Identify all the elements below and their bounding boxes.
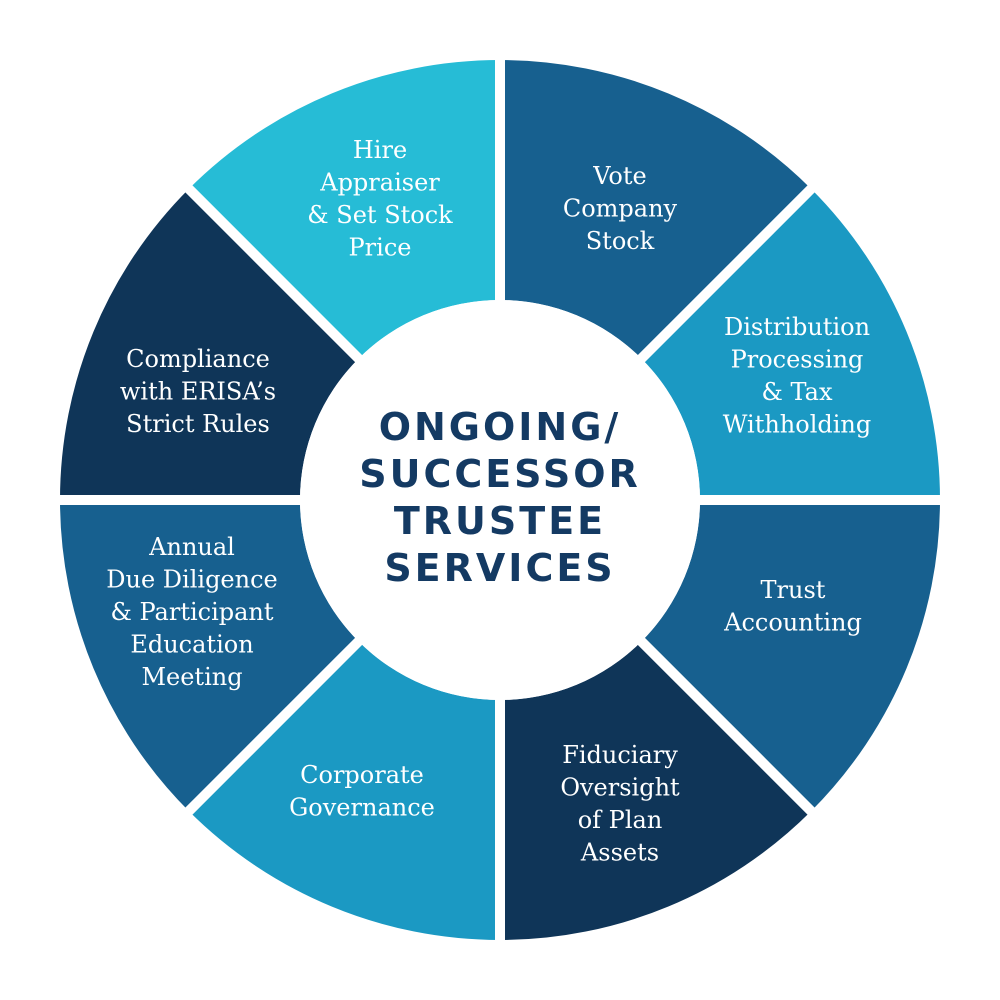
wheel-dividers bbox=[55, 55, 945, 945]
segment-label-line: & Participant bbox=[110, 598, 273, 626]
segment-label-line: Trust bbox=[761, 576, 826, 604]
segment-annual-due-diligence bbox=[60, 500, 359, 812]
segment-label-line: Price bbox=[349, 234, 412, 262]
segment-trust-accounting bbox=[641, 500, 940, 812]
segment-label-line: Governance bbox=[289, 794, 435, 822]
segment-divider bbox=[634, 181, 819, 366]
center-title-line: TRUSTEE bbox=[394, 499, 606, 543]
segment-divider bbox=[181, 634, 366, 819]
segment-distribution-processing bbox=[641, 188, 940, 500]
segment-vote-company-stock bbox=[500, 60, 812, 359]
segment-label-line: Stock bbox=[586, 227, 655, 255]
center-circle bbox=[300, 300, 700, 700]
segment-label-line: of Plan bbox=[578, 806, 663, 834]
segment-label-line: Fiduciary bbox=[562, 741, 678, 769]
segment-fiduciary-oversight bbox=[500, 641, 812, 940]
segment-label-line: Due Diligence bbox=[106, 566, 277, 594]
segment-corporate-governance bbox=[188, 641, 500, 940]
segment-label-line: Compliance bbox=[126, 345, 270, 373]
segment-label-line: Vote bbox=[592, 162, 646, 190]
segment-label-line: Distribution bbox=[724, 313, 870, 341]
segment-label-line: Withholding bbox=[723, 411, 871, 439]
segment-label-line: Company bbox=[563, 195, 678, 223]
segment-divider bbox=[181, 181, 366, 366]
segment-label-line: Assets bbox=[580, 839, 659, 867]
segment-label-line: Oversight bbox=[560, 774, 680, 802]
segment-compliance-erisa bbox=[60, 188, 359, 500]
segment-label-line: & Tax bbox=[762, 378, 833, 406]
segment-label-line: Meeting bbox=[141, 663, 242, 691]
segment-label-line: Education bbox=[130, 631, 253, 659]
segment-label-line: Appraiser bbox=[319, 169, 440, 197]
segment-label-line: Processing bbox=[731, 346, 864, 374]
segment-label-line: Corporate bbox=[300, 761, 424, 789]
segment-label-line: & Set Stock bbox=[307, 201, 453, 229]
segment-label-line: with ERISA’s bbox=[120, 378, 276, 406]
segment-label-line: Strict Rules bbox=[126, 410, 270, 438]
segment-hire-appraiser bbox=[188, 60, 500, 359]
segment-label-line: Annual bbox=[148, 533, 235, 561]
center-title-line: ONGOING/ bbox=[379, 405, 622, 449]
segment-label-line: Hire bbox=[353, 136, 407, 164]
segment-divider bbox=[634, 634, 819, 819]
segment-label-line: Accounting bbox=[723, 609, 862, 637]
wheel-segments bbox=[60, 60, 940, 940]
center-title-line: SERVICES bbox=[384, 546, 615, 590]
center-title-line: SUCCESSOR bbox=[359, 452, 641, 496]
